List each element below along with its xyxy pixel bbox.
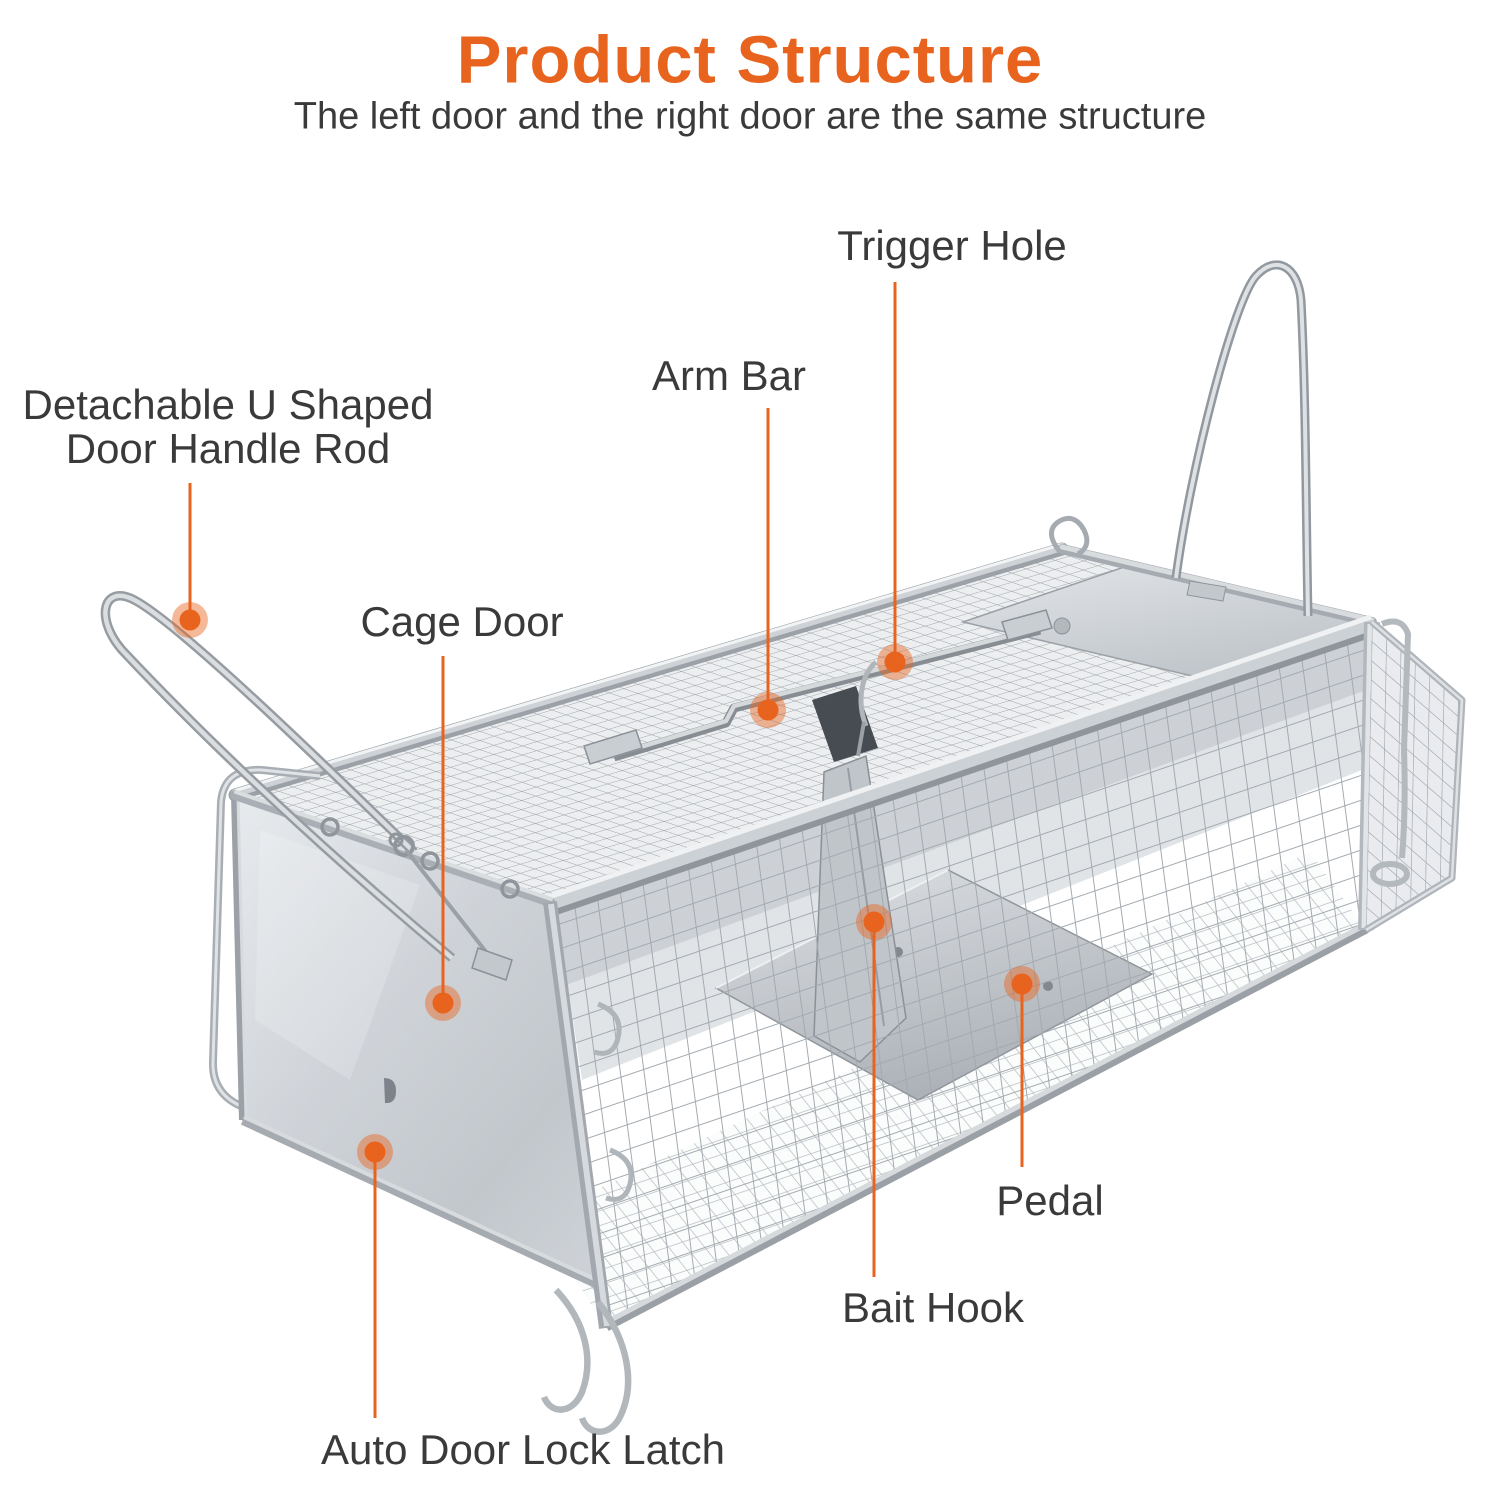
leader-dot-bait-hook (856, 904, 892, 940)
leader-dot-cage-door (425, 985, 461, 1021)
page-subtitle: The left door and the right door are the… (293, 95, 1207, 138)
callout-leaders (172, 282, 1040, 1418)
callout-label-pedal: Pedal (996, 1177, 1104, 1224)
callout-label-auto-door-lock-latch: Auto Door Lock Latch (321, 1426, 725, 1473)
cage-side-mesh (548, 614, 1380, 1331)
leader-dot-latch (357, 1134, 393, 1170)
trigger-hook (858, 660, 878, 727)
callout-label-door-handle-rod-line2: Door Handle Rod (65, 425, 391, 472)
leader-dot-arm-bar (750, 692, 786, 728)
door-keyhole (384, 1078, 396, 1104)
callout-label-trigger-hole: Trigger Hole (837, 222, 1067, 269)
callout-label-cage-door: Cage Door (360, 598, 564, 645)
leader-dot-pedal (1004, 966, 1040, 1002)
cage-top-mesh (228, 515, 1377, 902)
auto-door-lock-latch (540, 1287, 632, 1435)
leader-dot-trigger-hole (877, 644, 913, 680)
corner-wire-loop (1049, 515, 1090, 557)
cage-door (100, 591, 634, 1435)
door-post-hook-lower (605, 1147, 634, 1202)
callout-label-door-handle-rod: Detachable U Shaped Door Handle Rod (23, 383, 434, 471)
callout-label-arm-bar: Arm Bar (651, 352, 807, 399)
end-latch-wire (1380, 618, 1412, 859)
callout-label-bait-hook: Bait Hook (841, 1284, 1025, 1331)
page-title: Product Structure (456, 22, 1044, 98)
rear-handle-rod (1171, 260, 1313, 617)
leader-dot-handle (172, 602, 208, 638)
back-latch-tab (1186, 580, 1227, 602)
callout-label-door-handle-rod-line1: Detachable U Shaped (22, 381, 434, 428)
door-post-hook-upper (593, 1001, 622, 1056)
cage-end-door (1364, 618, 1466, 933)
door-handle-rod (100, 591, 513, 981)
